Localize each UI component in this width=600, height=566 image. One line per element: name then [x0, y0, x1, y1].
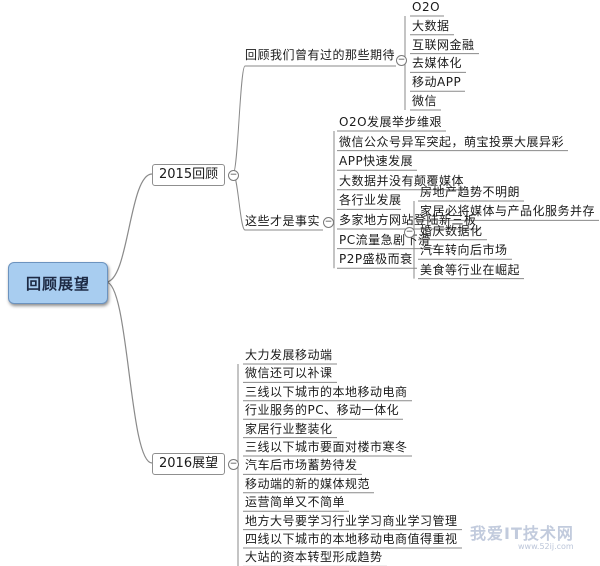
expectation-item[interactable]: 移动APP: [412, 75, 462, 90]
collapse-icon[interactable]: −: [404, 227, 415, 238]
outlook-item[interactable]: 行业服务的PC、移动一体化: [245, 403, 400, 418]
root-node[interactable]: 回顾展望: [8, 262, 108, 304]
outlook-item[interactable]: 运营简单又不简单: [245, 495, 346, 510]
industry-item[interactable]: 汽车转向后市场: [420, 243, 508, 258]
branch-2016-node[interactable]: 2016展望: [152, 453, 226, 475]
branch-2015-node[interactable]: 2015回顾: [152, 164, 226, 186]
fact-item[interactable]: 各行业发展: [339, 193, 402, 208]
fact-item[interactable]: 微信公众号异军突起，萌宝投票大展异彩: [339, 134, 565, 149]
industry-item[interactable]: 婚庆数据化: [420, 223, 483, 238]
fact-item[interactable]: APP快速发展: [339, 154, 414, 169]
outlook-item[interactable]: 大力发展移动端: [245, 348, 333, 362]
watermark-url: www.52ij.com: [518, 542, 574, 551]
fact-item[interactable]: 大数据并没有颠覆媒体: [339, 173, 465, 188]
fact-item[interactable]: 多家地方网站登陆新三板: [339, 213, 477, 227]
outlook-item[interactable]: 三线以下城市要面对楼市寒冬: [245, 440, 408, 454]
connector-line: [105, 281, 153, 464]
expectation-item[interactable]: 互联网金融: [412, 37, 475, 52]
fact-item[interactable]: O2O发展举步维艰: [339, 115, 443, 129]
industry-item[interactable]: 美食等行业在崛起: [420, 262, 521, 277]
collapse-icon[interactable]: −: [323, 217, 334, 228]
expectation-item[interactable]: 微信: [412, 94, 438, 108]
facts-node[interactable]: 这些才是事实: [245, 214, 321, 228]
connector-line: [232, 65, 246, 175]
outlook-item[interactable]: 汽车后市场蓄势待发: [245, 458, 358, 473]
industry-item[interactable]: 房地产趋势不明朗: [420, 185, 521, 199]
outlook-item[interactable]: 三线以下城市的本地移动电商: [245, 384, 408, 399]
outlook-item[interactable]: 移动端的新的媒体规范: [245, 476, 371, 491]
collapse-icon[interactable]: −: [228, 459, 239, 470]
expectation-item[interactable]: O2O: [412, 0, 441, 14]
connector-line: [232, 173, 246, 231]
outlook-item[interactable]: 地方大号要学习行业学习商业学习管理: [245, 513, 458, 528]
outlook-item[interactable]: 大站的资本转型形成趋势: [245, 550, 383, 565]
outlook-item[interactable]: 微信还可以补课: [245, 366, 333, 381]
fact-item[interactable]: PC流量急剧下滑: [339, 232, 431, 247]
connector-line: [105, 173, 153, 283]
outlook-item[interactable]: 四线以下城市的本地移动电商值得重视: [245, 532, 458, 546]
expectation-item[interactable]: 去媒体化: [412, 56, 463, 71]
industry-item[interactable]: 家居必将媒体与产品化服务并存: [420, 204, 596, 219]
expectation-item[interactable]: 大数据: [412, 18, 450, 33]
watermark-logo: 我爱IT技术网: [470, 524, 574, 543]
outlook-item[interactable]: 家居行业整装化: [245, 421, 333, 436]
expectations-node[interactable]: 回顾我们曾有过的那些期待: [245, 48, 396, 62]
collapse-icon[interactable]: −: [396, 55, 407, 66]
collapse-icon[interactable]: −: [228, 170, 239, 181]
fact-item[interactable]: P2P盛极而衰: [339, 252, 413, 267]
